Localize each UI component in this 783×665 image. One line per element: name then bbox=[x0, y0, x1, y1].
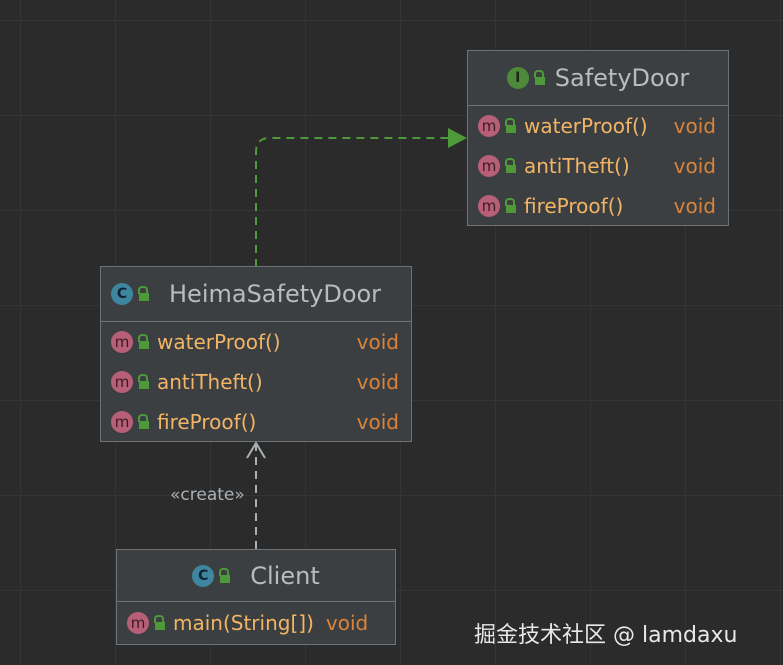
method-row[interactable]: m fireProof() void bbox=[468, 186, 728, 226]
method-row[interactable]: m antiTheft() void bbox=[101, 362, 411, 402]
public-lock-icon bbox=[219, 567, 231, 583]
method-name: waterProof() bbox=[157, 330, 281, 354]
dependency-arrowhead bbox=[246, 441, 266, 459]
method-return-type: void bbox=[356, 370, 399, 394]
public-lock-icon bbox=[505, 118, 516, 133]
interface-kind-icon: I bbox=[506, 67, 529, 89]
class-kind-icon: C bbox=[111, 283, 133, 305]
public-lock-icon bbox=[154, 615, 165, 630]
method-return-type: void bbox=[673, 154, 716, 178]
method-row[interactable]: m main(String[]) void bbox=[117, 602, 395, 644]
realization-edge bbox=[255, 137, 452, 267]
method-return-type: void bbox=[673, 114, 716, 138]
method-name: fireProof() bbox=[524, 194, 624, 218]
method-icon: m bbox=[478, 115, 500, 137]
method-icon: m bbox=[478, 155, 500, 177]
method-icon: m bbox=[111, 371, 133, 393]
public-lock-icon bbox=[138, 374, 149, 389]
public-lock-icon bbox=[138, 414, 149, 429]
class-client[interactable]: C Client m main(String[]) void bbox=[116, 549, 396, 645]
class-header: C Client bbox=[117, 550, 395, 602]
method-row[interactable]: m antiTheft() void bbox=[468, 146, 728, 186]
public-lock-icon bbox=[138, 286, 149, 301]
method-name: fireProof() bbox=[157, 410, 257, 434]
method-row[interactable]: m fireProof() void bbox=[101, 402, 411, 442]
public-lock-icon bbox=[505, 198, 516, 213]
class-kind-icon: C bbox=[192, 564, 215, 587]
method-return-type: void bbox=[673, 194, 716, 218]
method-name: antiTheft() bbox=[524, 154, 630, 178]
method-name: waterProof() bbox=[524, 114, 648, 138]
interface-header: I SafetyDoor bbox=[468, 51, 728, 106]
watermark-text: 掘金技术社区 @ lamdaxu bbox=[474, 623, 738, 648]
class-name: HeimaSafetyDoor bbox=[169, 280, 382, 308]
interface-safetydoor[interactable]: I SafetyDoor m waterProof() void m antiT… bbox=[467, 50, 729, 226]
method-return-type: void bbox=[356, 330, 399, 354]
class-name: Client bbox=[250, 561, 320, 590]
class-heimasafetydoor[interactable]: C HeimaSafetyDoor m waterProof() void m … bbox=[100, 266, 412, 442]
interface-name: SafetyDoor bbox=[554, 64, 690, 92]
method-icon: m bbox=[127, 612, 149, 634]
realization-arrowhead bbox=[448, 128, 467, 148]
method-return-type: void bbox=[325, 611, 369, 635]
method-row[interactable]: m waterProof() void bbox=[101, 322, 411, 362]
method-name: main(String[]) bbox=[173, 611, 314, 635]
class-header: C HeimaSafetyDoor bbox=[101, 267, 411, 322]
method-icon: m bbox=[111, 331, 133, 353]
method-icon: m bbox=[111, 411, 133, 433]
method-row[interactable]: m waterProof() void bbox=[468, 106, 728, 146]
public-lock-icon bbox=[138, 334, 149, 349]
public-lock-icon bbox=[505, 158, 516, 173]
create-stereotype-label: «create» bbox=[170, 485, 245, 505]
method-return-type: void bbox=[356, 410, 399, 434]
method-icon: m bbox=[478, 195, 500, 217]
public-lock-icon bbox=[533, 70, 545, 85]
method-name: antiTheft() bbox=[157, 370, 263, 394]
